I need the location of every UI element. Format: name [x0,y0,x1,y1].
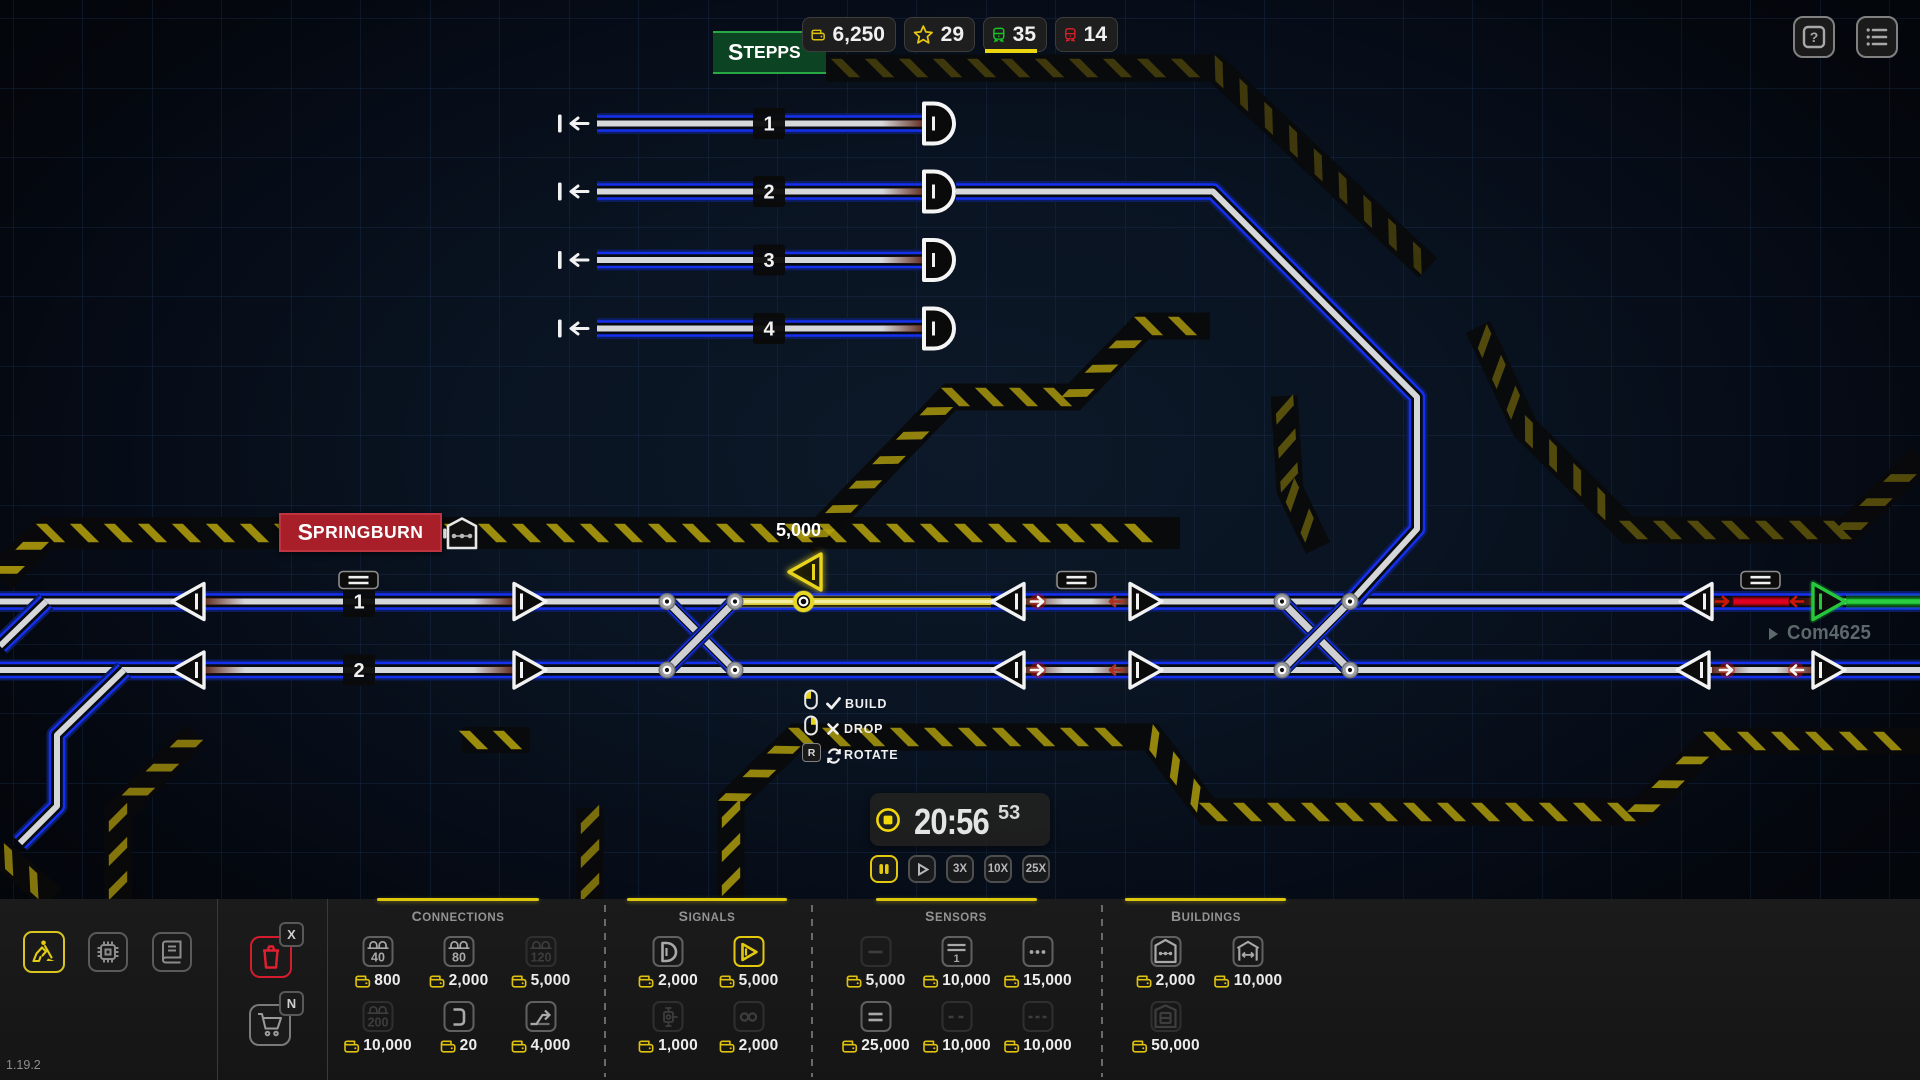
svg-text:200: 200 [367,1015,388,1029]
svg-text:3: 3 [763,250,774,272]
svg-text:40: 40 [371,950,385,964]
svg-text:2: 2 [763,182,774,204]
svg-text:4: 4 [763,319,775,341]
svg-text:1: 1 [353,592,364,614]
svg-text:?: ? [1810,29,1819,45]
svg-text:2: 2 [353,660,364,682]
svg-text:1: 1 [953,953,959,965]
svg-text:80: 80 [452,950,466,964]
svg-text:120: 120 [530,950,551,964]
svg-text:1: 1 [763,114,774,136]
